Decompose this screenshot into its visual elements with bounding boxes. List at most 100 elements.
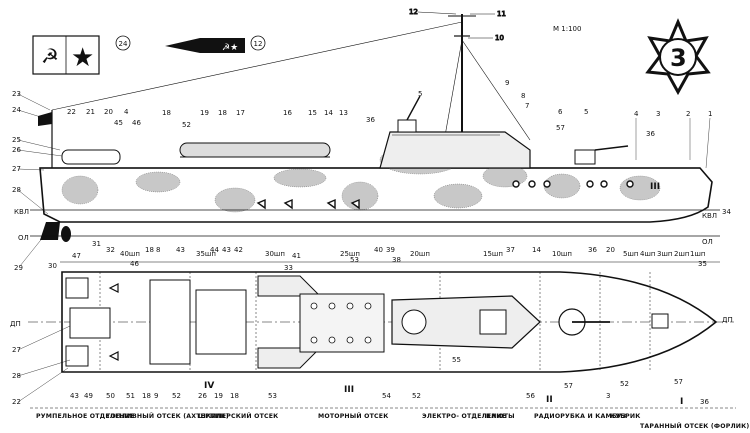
- svg-text:ТОПЛИВНЫЙ ОТСЕК (АХТЕРПИК): ТОПЛИВНЫЙ ОТСЕК (АХТЕРПИК): [106, 411, 229, 420]
- svg-text:4: 4: [634, 110, 639, 118]
- svg-text:35: 35: [698, 260, 707, 268]
- svg-text:12: 12: [254, 40, 263, 48]
- svg-text:10шп: 10шп: [552, 250, 572, 258]
- svg-text:28: 28: [12, 186, 21, 194]
- svg-text:42: 42: [234, 246, 243, 254]
- svg-text:14: 14: [532, 246, 541, 254]
- svg-text:37: 37: [506, 246, 515, 254]
- svg-text:32: 32: [106, 246, 115, 254]
- svg-text:46: 46: [130, 260, 139, 268]
- ref-circle-24: 24: [115, 35, 131, 51]
- svg-text:49: 49: [84, 392, 93, 400]
- svg-text:33: 33: [284, 264, 293, 272]
- svg-text:47: 47: [72, 252, 81, 260]
- svg-text:10: 10: [495, 34, 504, 42]
- svg-text:15: 15: [308, 109, 317, 117]
- profile-view: III КВЛ КВЛ ОЛ ОЛ: [12, 79, 731, 272]
- svg-text:22: 22: [12, 398, 21, 406]
- hull-number: III: [650, 182, 660, 192]
- svg-text:3: 3: [656, 110, 660, 118]
- svg-text:ДП: ДП: [10, 320, 21, 328]
- svg-text:57: 57: [674, 378, 683, 386]
- svg-text:43: 43: [176, 246, 185, 254]
- svg-text:30: 30: [48, 262, 57, 270]
- scale-label: М 1:100: [553, 25, 581, 33]
- svg-text:18: 18: [230, 392, 239, 400]
- svg-text:31: 31: [92, 240, 101, 248]
- mast: 12 11 10: [51, 8, 531, 141]
- svg-text:1шп: 1шп: [690, 250, 705, 258]
- svg-text:40: 40: [374, 246, 383, 254]
- pennant-icon: ☭★: [165, 38, 245, 53]
- svg-text:8: 8: [156, 246, 160, 254]
- svg-text:23: 23: [12, 90, 21, 98]
- svg-text:27: 27: [12, 346, 21, 354]
- svg-text:ШКИПЕРСКИЙ ОТСЕК: ШКИПЕРСКИЙ ОТСЕК: [198, 411, 278, 420]
- svg-text:РУМПЕЛЬНОЕ ОТДЕЛЕНИЕ: РУМПЕЛЬНОЕ ОТДЕЛЕНИЕ: [36, 413, 135, 420]
- svg-text:40шп: 40шп: [120, 250, 140, 258]
- svg-text:ДП: ДП: [722, 316, 733, 324]
- sheet-badge: 3: [645, 18, 711, 96]
- svg-text:8: 8: [521, 92, 525, 100]
- ref-circle-12: 12: [250, 35, 266, 51]
- svg-text:14: 14: [324, 109, 333, 117]
- naval-ensign-icon: ☭ ★: [32, 35, 100, 75]
- frame-scale: 40шп 35шп 30шп 25шп 20шп 15шп 10шп 5шп 4…: [60, 240, 720, 272]
- svg-text:36: 36: [588, 246, 597, 254]
- svg-text:18: 18: [145, 246, 154, 254]
- svg-text:16: 16: [283, 109, 292, 117]
- svg-text:57: 57: [556, 124, 565, 132]
- svg-text:2шп: 2шп: [674, 250, 689, 258]
- svg-text:20шп: 20шп: [410, 250, 430, 258]
- svg-text:28: 28: [12, 372, 21, 380]
- svg-text:9: 9: [154, 392, 158, 400]
- svg-text:☭: ☭: [41, 44, 59, 68]
- svg-text:РАДИОРУБКА И КАМБУЗ: РАДИОРУБКА И КАМБУЗ: [534, 413, 626, 420]
- svg-text:57: 57: [564, 382, 573, 390]
- svg-text:26: 26: [198, 392, 207, 400]
- svg-text:24: 24: [119, 40, 128, 48]
- svg-text:5: 5: [418, 90, 422, 98]
- svg-text:★: ★: [71, 43, 94, 73]
- svg-text:☭★: ☭★: [222, 43, 238, 53]
- svg-text:56: 56: [526, 392, 535, 400]
- svg-text:7: 7: [525, 102, 529, 110]
- svg-text:25: 25: [12, 136, 21, 144]
- svg-text:35шп: 35шп: [196, 250, 216, 258]
- svg-text:ОЛ: ОЛ: [18, 234, 29, 242]
- svg-text:I: I: [680, 397, 683, 407]
- svg-text:25шп: 25шп: [340, 250, 360, 258]
- svg-text:15шп: 15шп: [483, 250, 503, 258]
- svg-text:4шп: 4шп: [640, 250, 655, 258]
- svg-text:13: 13: [339, 109, 348, 117]
- svg-text:КАЮТЫ: КАЮТЫ: [486, 413, 515, 420]
- svg-text:17: 17: [236, 109, 245, 117]
- svg-text:КВЛ: КВЛ: [14, 208, 29, 216]
- svg-text:27: 27: [12, 165, 21, 173]
- svg-text:21: 21: [86, 108, 95, 116]
- svg-text:II: II: [546, 395, 553, 405]
- svg-text:20: 20: [606, 246, 615, 254]
- svg-text:4: 4: [124, 108, 129, 116]
- svg-text:43: 43: [70, 392, 79, 400]
- svg-text:ТАРАННЫЙ ОТСЕК (ФОРЛИК): ТАРАННЫЙ ОТСЕК (ФОРЛИК): [640, 421, 749, 430]
- svg-text:20: 20: [104, 108, 113, 116]
- svg-text:IV: IV: [204, 381, 214, 391]
- svg-text:1: 1: [708, 110, 712, 118]
- svg-text:36: 36: [366, 116, 375, 124]
- svg-text:ОЛ: ОЛ: [702, 238, 713, 246]
- svg-text:46: 46: [132, 119, 141, 127]
- plan-view: ДП ДП: [10, 271, 734, 407]
- svg-text:53: 53: [268, 392, 277, 400]
- svg-text:III: III: [344, 385, 354, 395]
- svg-text:11: 11: [497, 10, 506, 18]
- svg-text:24: 24: [12, 106, 21, 114]
- svg-text:22: 22: [67, 108, 76, 116]
- svg-text:36: 36: [700, 398, 709, 406]
- svg-text:5: 5: [584, 108, 588, 116]
- svg-text:34: 34: [722, 208, 731, 216]
- svg-text:3шп: 3шп: [657, 250, 672, 258]
- svg-text:3: 3: [670, 44, 687, 72]
- svg-text:55: 55: [452, 356, 461, 364]
